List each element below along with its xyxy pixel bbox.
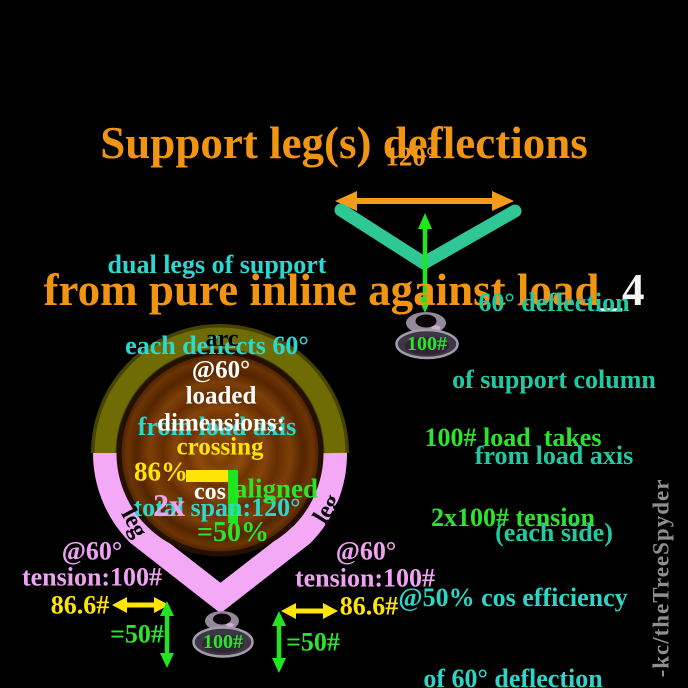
tension-note: 100# load takes 2x100# tension @50% cos … (398, 422, 628, 688)
right-horiz-label: 86.6# (339, 591, 399, 621)
twox-label: 2x (153, 487, 185, 523)
deflection-note: 60° deflection of support column from lo… (452, 288, 656, 547)
right-at60-label: @60° (335, 536, 397, 566)
arc-label: arc (205, 326, 239, 352)
left-vert-label: =50# (110, 619, 164, 649)
left-at60-label: @60° (61, 536, 123, 566)
bottom-load-icon (192, 611, 254, 658)
pin-diagram (91, 324, 349, 614)
title-suffix: _4 (599, 265, 645, 315)
eq50pct-label: =50% (197, 517, 269, 548)
aligned-bar-icon (228, 470, 238, 523)
left-horiz-component-arrow-icon (112, 597, 169, 613)
at60-label: @60° (191, 356, 251, 384)
dual-legs-note: dual legs of support each deflects 60° f… (107, 250, 327, 522)
load-axis-arrow-icon (418, 213, 432, 313)
page-title: Support leg(s) deflections from pure inl… (0, 21, 688, 413)
right-tension-label: tension:100# (294, 563, 436, 593)
left-horiz-label: 86.6# (50, 590, 110, 620)
title-line1: Support leg(s) deflections (100, 118, 588, 168)
pct86-label: 86% (134, 456, 188, 487)
bottom-load-label: 100# (203, 631, 243, 653)
dimensions-label: dimensions: (157, 409, 285, 437)
crossing-label: crossing (176, 433, 264, 461)
top-load-icon (395, 312, 459, 360)
cos-label: cos (194, 479, 226, 505)
right-vert-component-arrow-icon (272, 611, 286, 673)
span-angle-label: 120° (385, 141, 437, 172)
legs-band (93, 452, 348, 614)
loaded-label: loaded (185, 382, 257, 410)
span-120-arrow-icon (335, 191, 514, 211)
left-vert-component-arrow-icon (160, 601, 174, 668)
crossing-bar-icon (186, 470, 231, 482)
right-horiz-component-arrow-icon (281, 603, 338, 619)
wood-disc (116, 349, 324, 557)
top-load-label: 100# (407, 333, 447, 355)
right-vert-label: =50# (286, 627, 340, 657)
arc-band (94, 327, 346, 454)
signature: -kc/theTreeSpyder (648, 478, 674, 678)
title-line2: from pure inline against load_4 (43, 265, 645, 315)
aligned-label: aligned (233, 473, 319, 504)
left-tension-label: tension:100# (21, 562, 163, 592)
